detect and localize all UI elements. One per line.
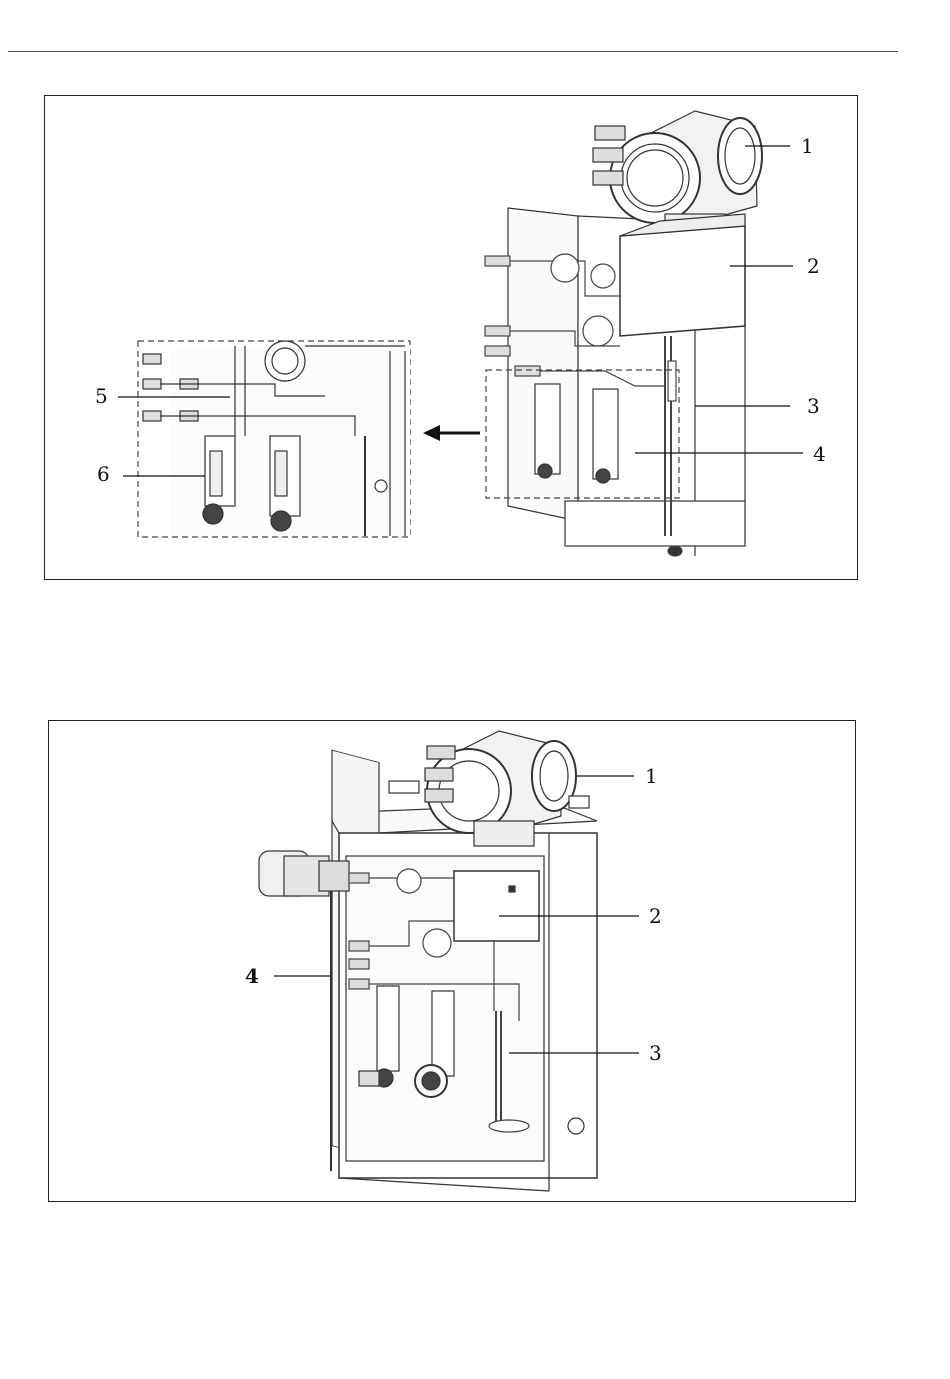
zoom-arrow [423,425,480,441]
header-rule [8,51,898,52]
figure-1-frame: 1 2 3 4 5 6 [44,95,858,580]
transmitter-housing [593,111,762,232]
callout-3: 3 [649,1043,662,1063]
electronics-box [454,871,539,941]
callout-3: 3 [807,396,820,416]
figure-1-drawing [45,96,859,581]
electronics-box [620,214,745,336]
callout-4: 4 [245,966,259,986]
callout-2: 2 [649,906,662,926]
callout-6: 6 [97,464,110,484]
callout-1: 1 [801,136,814,156]
zoom-detail [138,341,410,537]
callout-4: 4 [813,444,826,464]
figure-2-drawing [49,721,857,1203]
callout-5: 5 [95,386,108,406]
callout-1: 1 [645,766,658,786]
figure-2-frame: 1 2 3 4 [48,720,856,1202]
callout-2: 2 [807,256,820,276]
